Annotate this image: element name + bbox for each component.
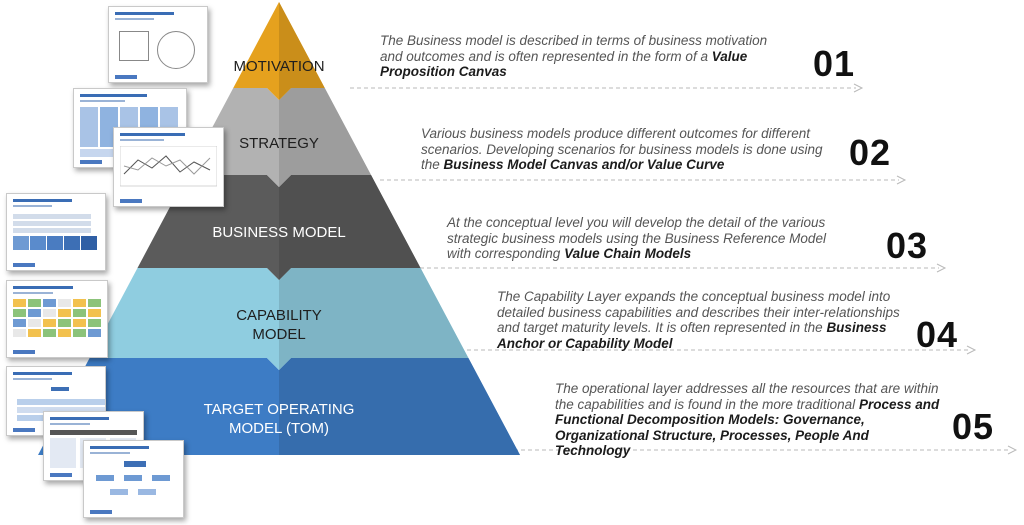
layer-number-02: 02 [849,132,892,173]
layer-label-business-model: BUSINESS MODEL [212,224,346,241]
thumbnail-value-chain-model [6,193,106,271]
layer-number-03: 03 [886,225,929,266]
description-emphasis: Business Model Canvas and/or Value Curve [443,157,725,172]
thumbnail-functional-decomposition [83,440,184,518]
description-business-model: At the conceptual level you will develop… [447,215,847,262]
thumbnail-value-curve [113,127,224,207]
thumbnail-capability-model [6,280,108,358]
layer-label-target-operating-model: TARGET OPERATING MODEL (TOM) [203,401,355,437]
description-text: The Capability Layer expands the concept… [497,289,900,335]
description-emphasis: Value Proposition Canvas [380,48,748,80]
description-text: The operational layer addresses all the … [555,381,939,412]
layer-label-strategy: STRATEGY [239,135,319,152]
description-strategy: Various business models produce differen… [421,126,826,173]
layer-shade-strategy [279,88,372,187]
guide-arrow-target-operating-model [1007,445,1018,455]
layer-label-capability-model: CAPABILITY MODEL [236,307,322,343]
guide-arrow-capability-model [966,345,977,355]
guide-arrow-motivation [853,83,864,93]
description-emphasis: Process and Functional Decomposition Mod… [555,396,940,459]
description-motivation: The Business model is described in terms… [380,33,780,80]
description-text: At the conceptual level you will develop… [447,215,826,261]
layer-shade-target-operating-model [279,358,520,455]
description-emphasis: Value Chain Models [564,246,692,261]
layer-shade-capability-model [279,268,469,370]
description-text: The Business model is described in terms… [380,33,768,64]
layer-shade-business-model [279,175,421,280]
description-capability-model: The Capability Layer expands the concept… [497,289,902,351]
layer-number-04: 04 [916,314,959,355]
guide-arrow-strategy [896,175,907,185]
layer-shade-motivation [279,2,325,100]
description-text: Various business models produce differen… [421,126,823,172]
layer-number-01: 01 [813,43,856,84]
guide-arrow-business-model [936,263,947,273]
layer-number-05: 05 [952,406,995,447]
layer-label-motivation: MOTIVATION [233,58,325,75]
thumbnail-value-proposition-canvas [108,6,208,83]
description-target-operating-model: The operational layer addresses all the … [555,381,945,459]
description-emphasis: Business Anchor or Capability Model [497,320,887,351]
